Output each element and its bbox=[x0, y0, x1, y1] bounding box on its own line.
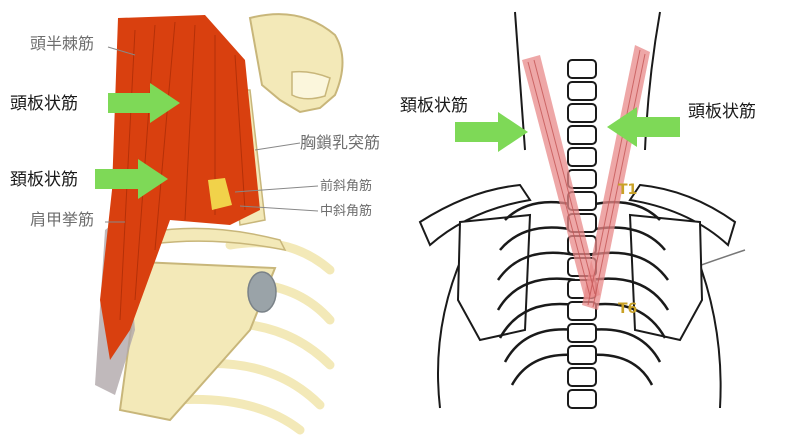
arrow-splenius-cervicis-left bbox=[95, 159, 168, 199]
label-anterior-scalene: 前斜角筋 bbox=[320, 179, 373, 194]
label-levator-scapulae: 肩甲挙筋 bbox=[30, 210, 95, 229]
label-sternocleidomastoid: 胸鎖乳突筋 bbox=[300, 133, 381, 152]
label-splenius-cervicis-left: 頚板状筋 bbox=[10, 170, 78, 190]
label-splenius-capitis-right: 頭板状筋 bbox=[688, 102, 756, 122]
scapula bbox=[118, 260, 277, 422]
pink-fibers bbox=[527, 49, 646, 308]
back-outline-right bbox=[628, 183, 737, 247]
arrow-splenius-cervicis-right bbox=[455, 112, 528, 152]
jaw bbox=[291, 70, 331, 100]
label-vertebra-t1: T1 bbox=[618, 182, 638, 198]
scalene-region bbox=[208, 178, 232, 210]
left-panel-illustration bbox=[95, 13, 344, 435]
label-vertebra-t6: T6 bbox=[618, 301, 638, 317]
back-outline bbox=[418, 183, 532, 247]
right-panel-illustration bbox=[418, 11, 746, 409]
clavicle bbox=[149, 227, 287, 252]
humeral-head bbox=[247, 271, 277, 313]
label-middle-scalene: 中斜角筋 bbox=[320, 204, 373, 219]
label-splenius-capitis-left: 頭板状筋 bbox=[10, 94, 78, 114]
arrow-splenius-capitis-left bbox=[108, 83, 180, 123]
label-semispinalis-capitis: 頭半棘筋 bbox=[30, 34, 95, 53]
leader-lines bbox=[105, 46, 319, 223]
arrow-splenius-capitis-right bbox=[607, 107, 680, 147]
label-splenius-cervicis-right: 頚板状筋 bbox=[400, 96, 468, 116]
